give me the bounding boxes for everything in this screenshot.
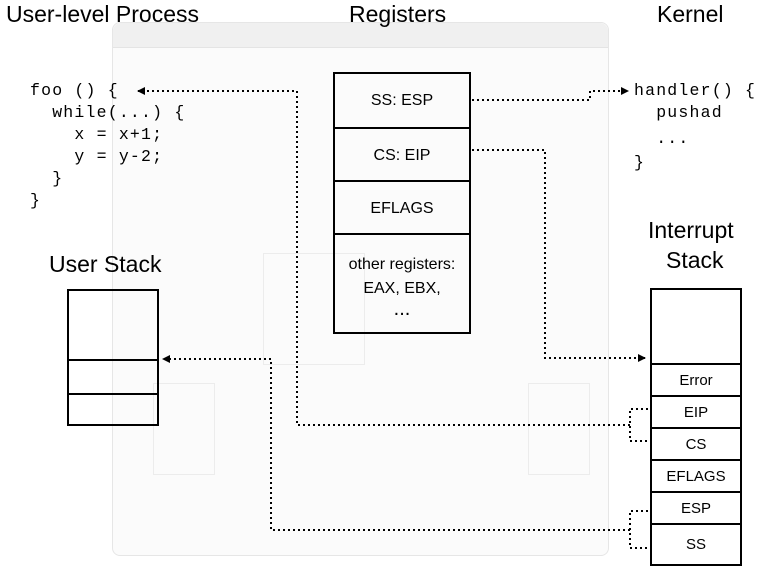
user-stack-heading: User Stack <box>49 251 162 277</box>
interrupt-stack-heading-line1: Interrupt <box>648 217 734 243</box>
user-code-line: } <box>30 169 64 188</box>
user-stack-slot <box>69 393 157 426</box>
kernel-heading: Kernel <box>657 1 724 27</box>
user-code-line: while(...) { <box>30 103 186 122</box>
kernel-code-line: ... <box>634 129 690 148</box>
user-code-line: x = x+1; <box>30 125 164 144</box>
registers-heading: Registers <box>349 1 447 27</box>
interrupt-stack-esp: ESP <box>652 491 740 523</box>
interrupt-stack: Error EIP CS EFLAGS ESP SS <box>650 288 742 566</box>
arrow-eip-cs-to-foo <box>138 91 648 442</box>
kernel-code-line: pushad <box>634 103 723 122</box>
register-eflags: EFLAGS <box>335 180 469 235</box>
ghost-box <box>153 383 215 475</box>
arrow-ssesp-to-handler <box>472 87 629 101</box>
arrow-esp-ss-to-user-stack <box>163 359 648 549</box>
register-other-line: ... <box>393 297 411 320</box>
user-code-line: } <box>30 191 42 210</box>
arrow-cseip-to-interrupt-stack <box>472 149 646 362</box>
register-other-line: other registers: <box>348 255 456 273</box>
interrupt-stack-error: Error <box>652 363 740 395</box>
register-ss-esp: SS: ESP <box>370 91 434 109</box>
user-process-heading: User-level Process <box>6 1 199 27</box>
user-code-line: foo () { <box>30 81 119 100</box>
register-other-line: EAX, EBX, <box>363 279 441 297</box>
interrupt-stack-eflags: EFLAGS <box>652 459 740 491</box>
kernel-code-line: } <box>634 153 646 172</box>
registers-box: SS: ESP CS: EIP EFLAGS other registers: … <box>333 72 471 334</box>
interrupt-stack-cs: CS <box>652 427 740 459</box>
register-other: other registers: EAX, EBX, ... <box>335 233 469 334</box>
user-stack-slot <box>69 359 157 393</box>
kernel-code-line: handler() { <box>634 81 757 100</box>
background-title-bar <box>113 23 608 48</box>
ghost-box <box>528 383 590 475</box>
user-code-line: y = y-2; <box>30 147 164 166</box>
interrupt-stack-eip: EIP <box>652 395 740 427</box>
interrupt-stack-ss: SS <box>652 523 740 564</box>
background-window-ghost <box>112 22 609 556</box>
ghost-box <box>263 253 365 365</box>
register-cs-eip: CS: EIP <box>335 127 469 182</box>
interrupt-stack-heading-line2: Stack <box>666 247 724 273</box>
